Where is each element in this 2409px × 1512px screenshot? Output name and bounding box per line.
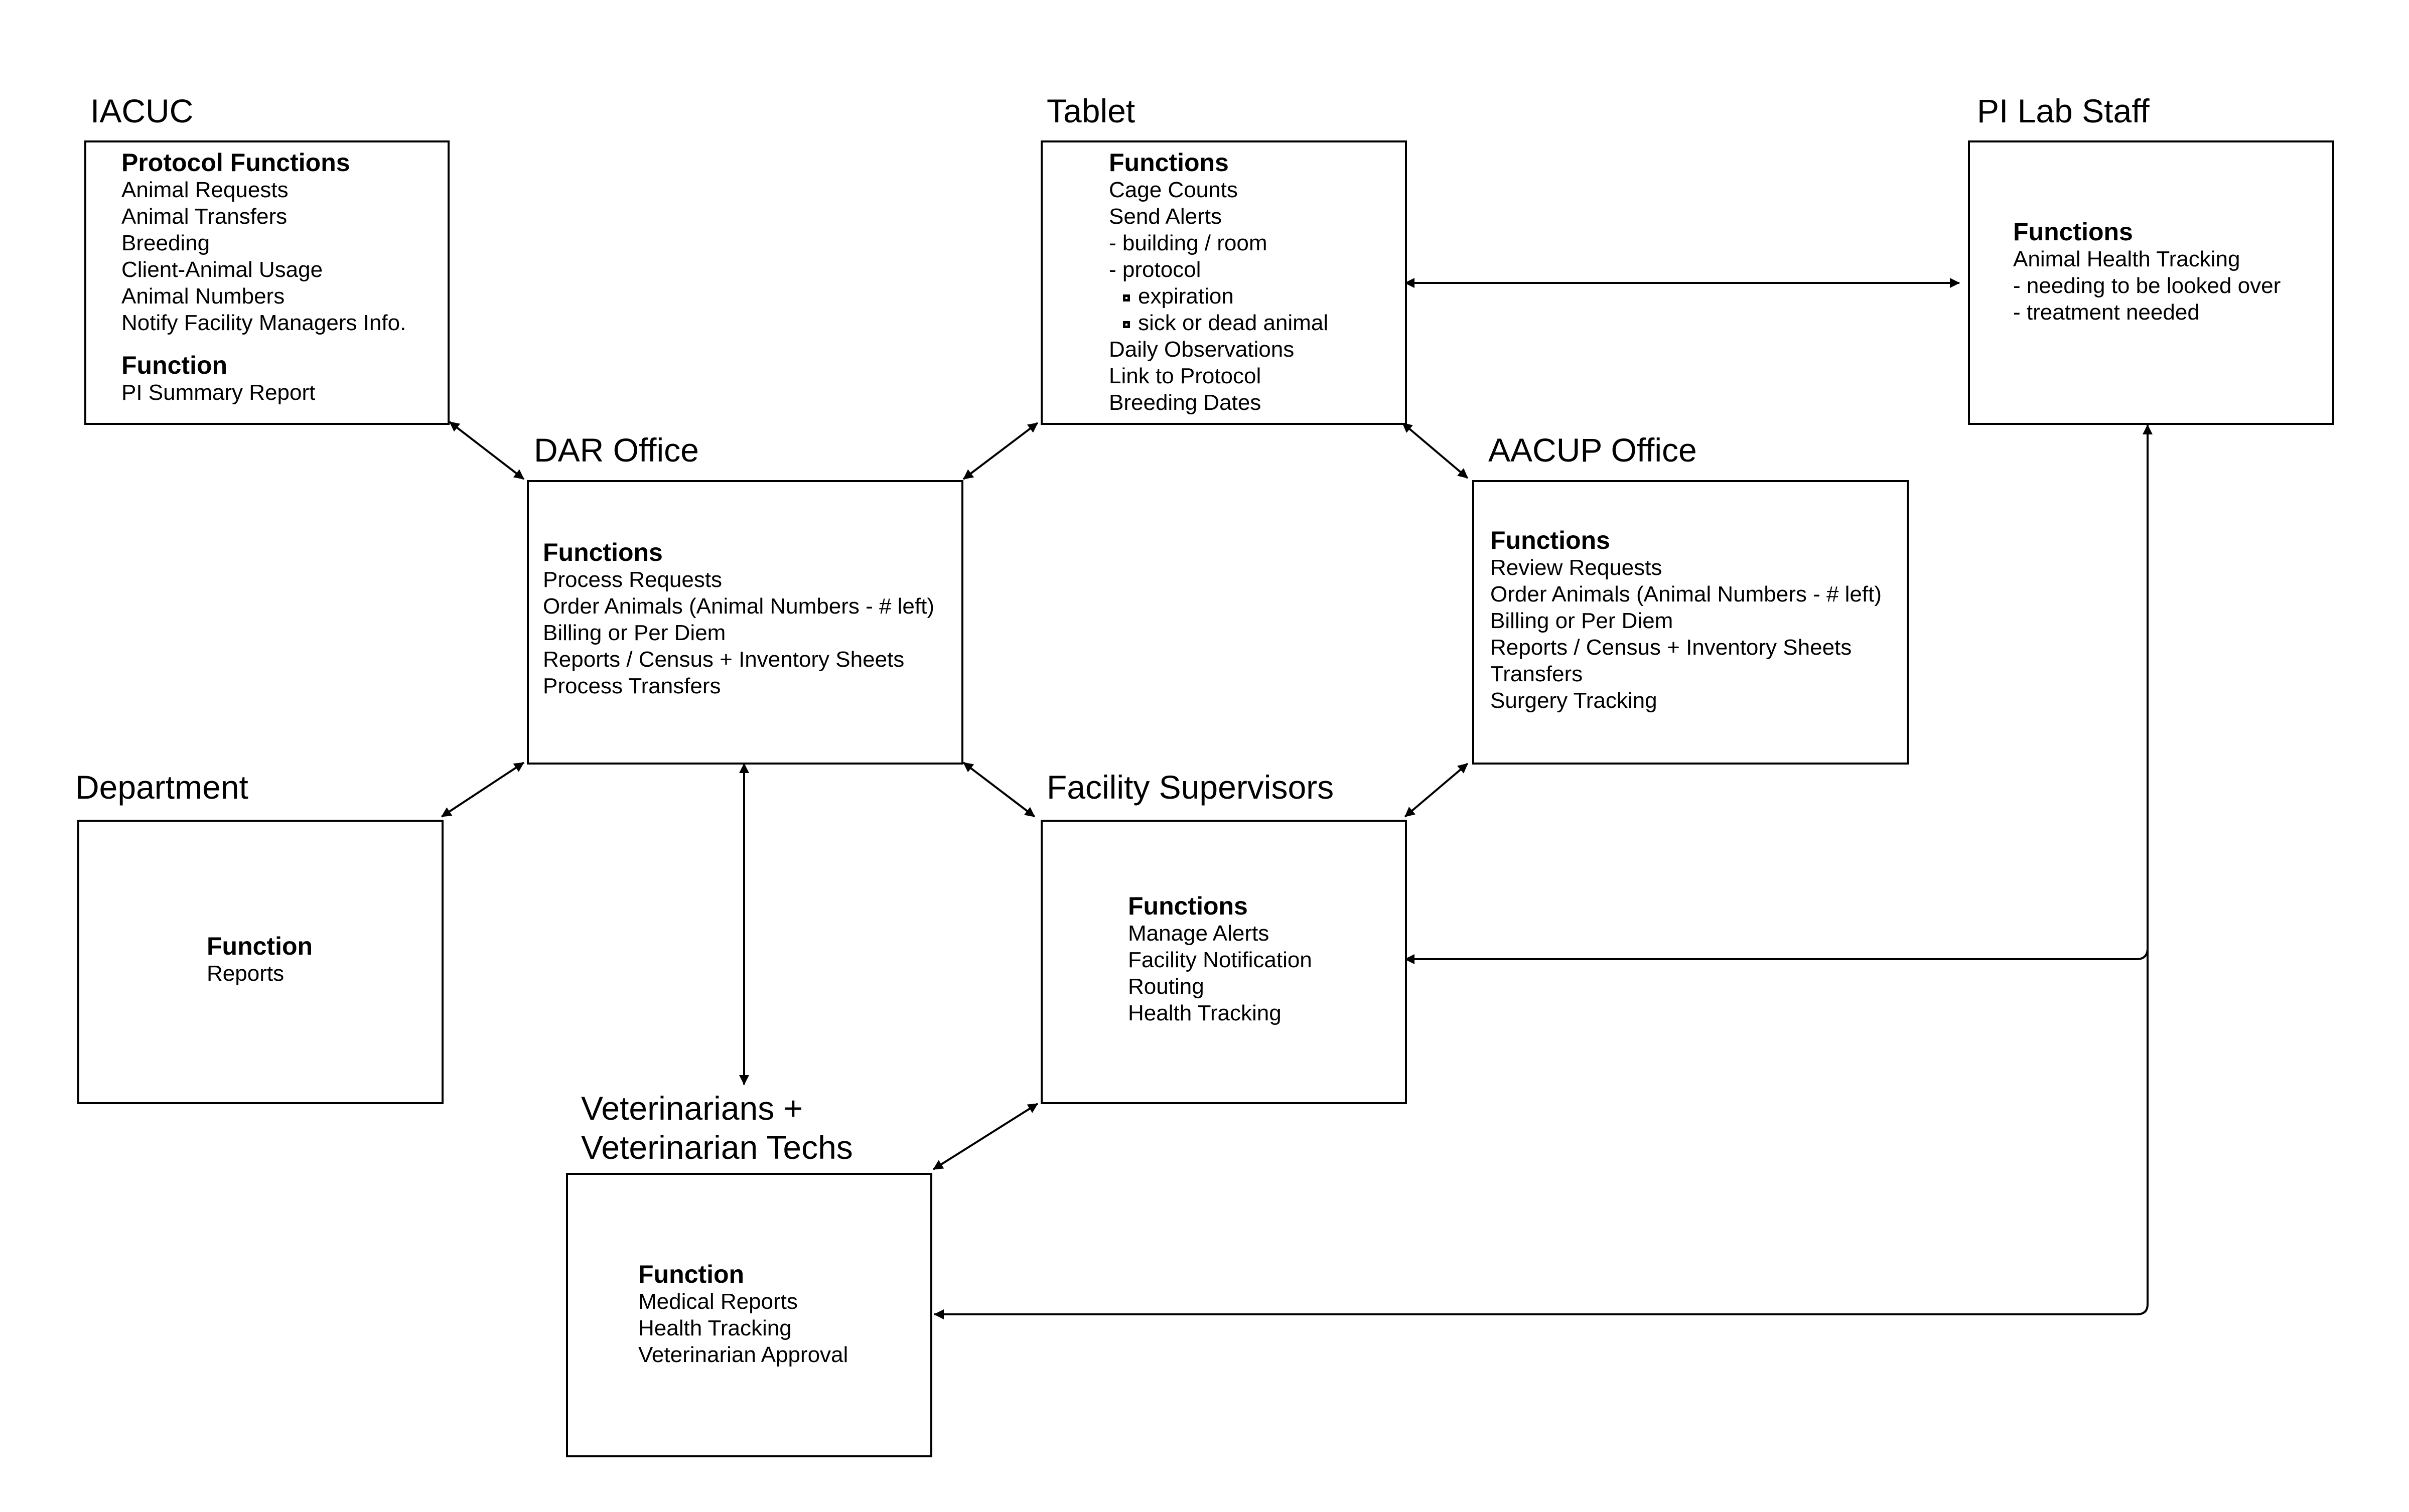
list-item: Cage Counts (1109, 178, 1238, 202)
list-item: Routing (1128, 974, 1204, 999)
connector-facility-veterinarians (932, 1103, 1039, 1170)
department-heading: Function (207, 932, 313, 960)
list-item: sick or dead animal (1109, 310, 1328, 336)
list-item: - protocol (1109, 257, 1201, 282)
list-item: Order Animals (Animal Numbers - # left) (543, 594, 934, 619)
tablet-box: Functions Cage Counts Send Alerts - buil… (1041, 140, 1407, 425)
iacuc-protocol-heading: Protocol Functions (121, 148, 350, 177)
iacuc-title: IACUC (90, 92, 194, 129)
veterinarians-title-line: Veterinarian Techs (581, 1129, 853, 1166)
list-item: - building / room (1109, 231, 1267, 255)
list-item: Process Requests (543, 567, 723, 592)
list-item: Veterinarian Approval (638, 1342, 848, 1367)
list-item: Client-Animal Usage (121, 257, 323, 282)
department-box: Function Reports (77, 820, 444, 1104)
list-item: Link to Protocol (1109, 364, 1261, 388)
dar-office-box: Functions Process Requests Order Animals… (527, 480, 963, 765)
facility-supervisors-heading: Functions (1128, 892, 1248, 920)
list-item: Billing or Per Diem (543, 621, 726, 645)
list-item: Health Tracking (638, 1316, 792, 1340)
list-item: Reports / Census + Inventory Sheets (543, 647, 905, 672)
veterinarians-title-line: Veterinarians + (581, 1090, 803, 1127)
veterinarians-box: Function Medical Reports Health Tracking… (566, 1173, 932, 1457)
aacup-office-box: Functions Review Requests Order Animals … (1472, 480, 1909, 765)
list-item: Review Requests (1490, 555, 1662, 580)
list-item: Send Alerts (1109, 204, 1222, 229)
dar-office-title: DAR Office (534, 431, 699, 469)
list-item: Surgery Tracking (1490, 688, 1657, 713)
veterinarians-heading: Function (638, 1260, 745, 1288)
list-item: Health Tracking (1128, 1001, 1282, 1025)
connector-dar-department (441, 762, 525, 818)
connector-tablet-aacup (1401, 422, 1469, 479)
list-item: Manage Alerts (1128, 921, 1269, 946)
list-item: Notify Facility Managers Info. (121, 311, 406, 335)
connector-iacuc-dar (449, 421, 525, 480)
list-item: Process Transfers (543, 674, 721, 698)
aacup-office-heading: Functions (1490, 526, 1610, 554)
iacuc-function-heading: Function (121, 351, 228, 379)
pi-lab-staff-heading: Functions (2013, 218, 2133, 246)
list-item: Reports (207, 961, 285, 986)
facility-supervisors-title: Facility Supervisors (1047, 769, 1334, 806)
list-item: Transfers (1490, 662, 1583, 686)
list-item: Billing or Per Diem (1490, 609, 1673, 633)
list-item: - treatment needed (2013, 300, 2200, 325)
veterinarians-title: Veterinarians + Veterinarian Techs (581, 1089, 853, 1167)
connector-dar-tablet (962, 422, 1039, 480)
connector-dar-facility (962, 762, 1036, 818)
list-item: Facility Notification (1128, 948, 1312, 972)
list-item: Animal Health Tracking (2013, 247, 2240, 271)
connector-aacup-facility (1404, 763, 1469, 818)
list-item: Daily Observations (1109, 337, 1295, 362)
facility-supervisors-box: Functions Manage Alerts Facility Notific… (1041, 820, 1407, 1104)
list-item: Reports / Census + Inventory Sheets (1490, 635, 1852, 660)
iacuc-box: Protocol Functions Animal Requests Anima… (84, 140, 450, 425)
dar-office-heading: Functions (543, 538, 663, 566)
department-title: Department (75, 769, 248, 806)
pi-lab-staff-title: PI Lab Staff (1977, 92, 2150, 129)
tablet-heading: Functions (1109, 148, 1229, 177)
list-item: Animal Requests (121, 178, 289, 202)
connector-pi-lab-staff-veterinarians (934, 948, 2149, 1319)
list-item: expiration (1109, 283, 1328, 310)
list-item: Breeding Dates (1109, 390, 1261, 415)
list-item: Order Animals (Animal Numbers - # left) (1490, 582, 1882, 607)
list-item: - needing to be looked over (2013, 273, 2281, 298)
tablet-title: Tablet (1047, 92, 1136, 129)
list-item: Breeding (121, 231, 210, 255)
list-item: PI Summary Report (121, 380, 316, 405)
pi-lab-staff-box: Functions Animal Health Tracking - needi… (1968, 140, 2334, 425)
list-item: Animal Numbers (121, 284, 285, 309)
list-item: Animal Transfers (121, 204, 288, 229)
list-item: Medical Reports (638, 1289, 798, 1314)
aacup-office-title: AACUP Office (1488, 431, 1697, 469)
